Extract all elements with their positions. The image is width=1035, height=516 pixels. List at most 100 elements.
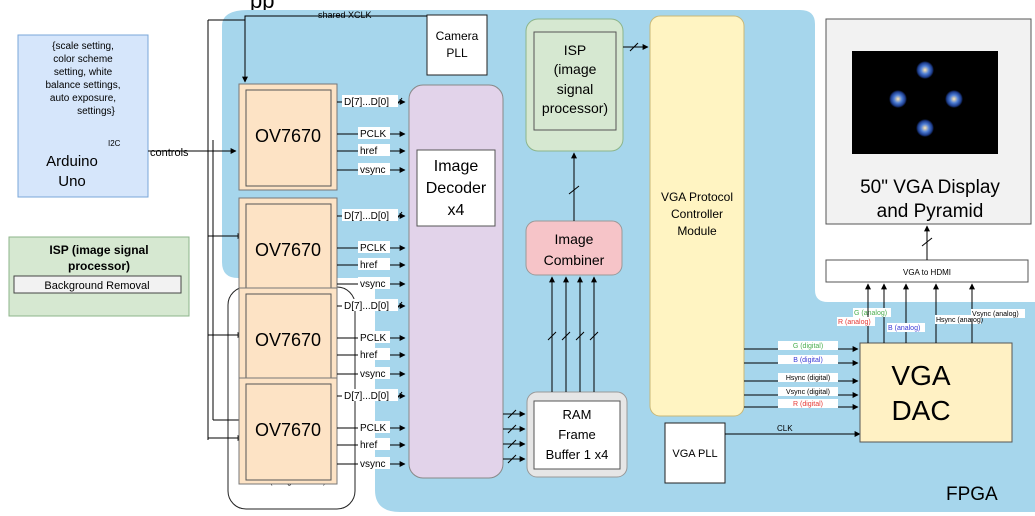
camera-inner-box [245, 293, 332, 391]
legend-title: ISP (image signal [49, 243, 148, 257]
signal-label-bg [358, 127, 390, 139]
shared-xclk-line [242, 15, 427, 83]
image-decoder-label-box [416, 149, 496, 227]
bus-slash [561, 331, 571, 341]
signal-label-bg [358, 241, 390, 253]
ram-frame-buffer-label: RAM [563, 407, 592, 422]
ram-frame-buffer-inner [533, 400, 621, 470]
vga-to-hdmi-label: VGA to HDMI [903, 268, 951, 277]
image-decoder-box [408, 84, 504, 479]
signal-label-bg [342, 209, 398, 221]
isp-label: processor) [542, 100, 608, 116]
signal-label-bg [358, 163, 390, 175]
arduino-settings-line: {scale setting, [52, 41, 114, 52]
analog-signal-label: B (analog) [888, 325, 920, 332]
bus-slash [507, 424, 517, 434]
vga-controller-box [649, 15, 745, 417]
signal-label-bg [342, 299, 398, 311]
legend-item-box [13, 275, 182, 294]
arduino-settings-line: color scheme [53, 54, 113, 65]
camera-name: OV7670 [255, 126, 321, 146]
bus-slash [575, 331, 585, 341]
camera-name: OV7670 [255, 330, 321, 350]
top-title-fragment: pp [250, 0, 274, 13]
isp-label: (image [554, 61, 597, 77]
signal-label-bg [358, 331, 390, 343]
vga-pll-box [664, 422, 726, 484]
legend-item: Background Removal [44, 280, 149, 292]
camera-inner-box [245, 89, 332, 187]
digital-signal-label: Hsync (digital) [786, 375, 830, 382]
vga-controller-label: Module [677, 224, 717, 238]
signal-label-bg [342, 95, 398, 107]
analog-signal-label: R (analog) [838, 319, 871, 326]
analog-signal-label: Vsync (analog) [972, 311, 1019, 318]
bus-slash [568, 185, 580, 195]
pyramid-hologram-orb [945, 90, 963, 108]
image-decoder-label: Decoder [426, 180, 487, 197]
signal-label-bg [358, 438, 390, 450]
camera-signal-label: D[7]...D[0] [344, 211, 389, 222]
digital-signal-label: R (digital) [793, 401, 823, 408]
bus-slash [507, 454, 517, 464]
signal-label-bg [778, 341, 838, 350]
camera-signal-label: vsync [360, 279, 386, 290]
signal-label-bg [887, 323, 925, 332]
camera-pll-box [426, 14, 488, 76]
arduino-name: Uno [58, 173, 86, 190]
camera-signal-label: PCLK [360, 333, 386, 344]
camera-pll-label: Camera [436, 29, 479, 43]
camera-inner-box [245, 383, 332, 481]
digital-signal-label: B (digital) [793, 357, 823, 364]
vga-dac-box [859, 342, 1013, 443]
signal-label-bg [358, 258, 390, 270]
bus-slash [921, 237, 933, 247]
vga-pll-label: VGA PLL [672, 448, 717, 460]
image-combiner-label: Combiner [544, 252, 605, 268]
arduino-settings-line: balance settings, [45, 80, 120, 91]
camera-signal-label: vsync [360, 165, 386, 176]
pyramid-hologram-orb [889, 90, 907, 108]
camera-signal-label: vsync [360, 459, 386, 470]
signal-label-bg [778, 387, 838, 396]
signal-label-bg [778, 373, 838, 382]
signal-label-bg [778, 355, 838, 364]
signal-label-bg [342, 389, 398, 401]
isp-label: signal [557, 81, 594, 97]
vga-controller-label: Controller [671, 207, 723, 221]
bus-slash [589, 331, 599, 341]
pyramid-hologram-orb [916, 61, 934, 79]
bus-slash [629, 42, 639, 52]
camera-name: OV7670 [255, 240, 321, 260]
camera-inner-box [245, 203, 332, 301]
signal-label-bg [778, 399, 838, 408]
ram-frame-buffer-label: Frame [558, 427, 596, 442]
i2c-label: I2C [108, 139, 121, 148]
digital-signal-label: G (digital) [793, 343, 823, 350]
camera-signal-label: D[7]...D[0] [344, 97, 389, 108]
clk-label: CLK [777, 424, 793, 433]
analog-signal-label: Hsync (analog) [936, 317, 983, 324]
bus-slash [547, 331, 557, 341]
ram-frame-buffer-label: Buffer 1 x4 [546, 447, 609, 462]
vga-dac-label: VGA [891, 360, 950, 391]
arduino-settings-line: settings} [77, 106, 115, 117]
signal-label-bg [358, 144, 390, 156]
analog-signal-label: G (analog) [854, 310, 887, 317]
bus-slash [507, 409, 517, 419]
legend-title: processor) [68, 259, 130, 273]
pyramid-hologram-orb [916, 119, 934, 137]
digital-signal-group: G (digital)B (digital)Hsync (digital)Vsy… [744, 341, 859, 410]
vga-dac-label: DAC [891, 395, 950, 426]
camera-signal-label: PCLK [360, 243, 386, 254]
arduino-box [17, 34, 149, 198]
bus-slash [507, 439, 517, 449]
decoder-to-ram-group [503, 409, 526, 464]
signal-label-bg [358, 277, 390, 289]
signal-label-bg [853, 308, 891, 317]
signal-label-bg [935, 315, 981, 324]
camera-name: OV7670 [255, 420, 321, 440]
camera-signal-label: href [360, 260, 377, 271]
camera-signal-label: href [360, 146, 377, 157]
